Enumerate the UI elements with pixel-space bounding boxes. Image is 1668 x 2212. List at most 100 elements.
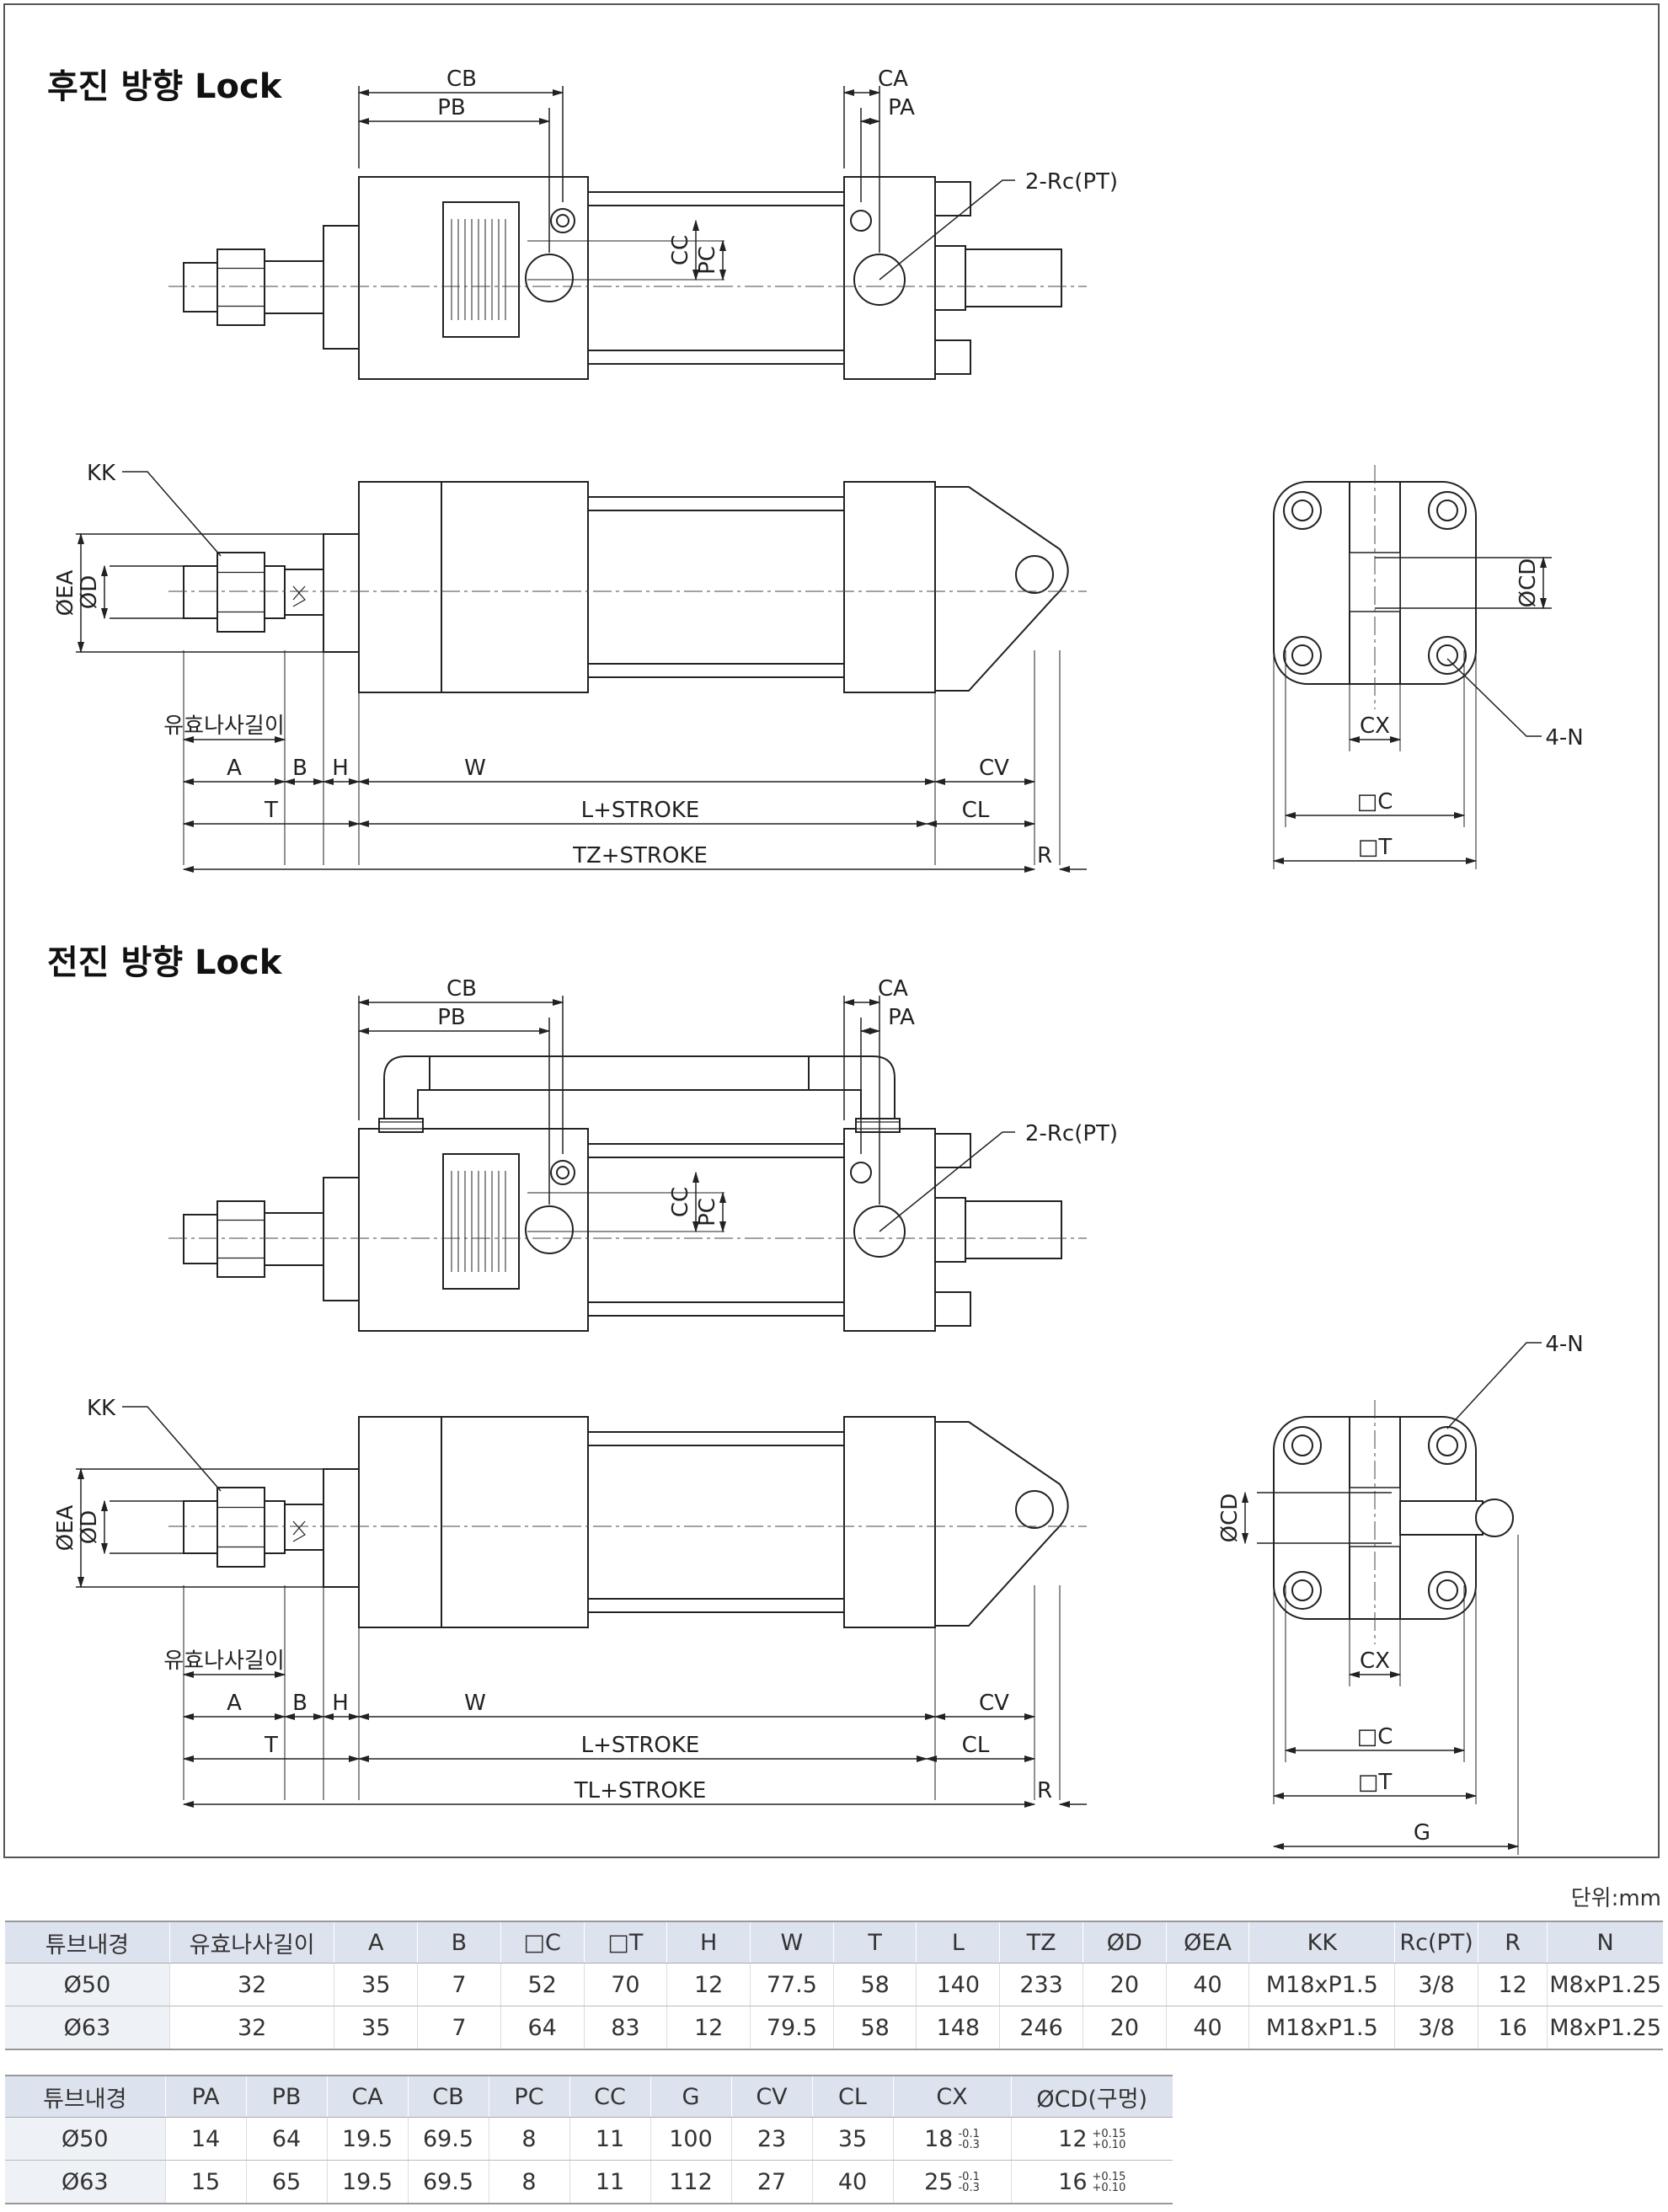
a-dimension: A bbox=[227, 1691, 242, 1716]
table1-cell: 16 bbox=[1477, 2006, 1548, 2050]
port-leader bbox=[879, 1131, 1015, 1232]
table1-cell: 83 bbox=[583, 2006, 667, 2050]
table2-cell-cx-with-tolerance: 25-0.1-0.3 bbox=[892, 2160, 1011, 2204]
table1-cell: M18xP1.5 bbox=[1248, 1963, 1395, 2006]
cap-cover bbox=[843, 1416, 936, 1628]
table2-header: PB bbox=[245, 2075, 327, 2118]
table2-cell: 15 bbox=[164, 2160, 246, 2204]
port-label: 2-Rc(PT) bbox=[1025, 169, 1118, 195]
nominal-value: 12 bbox=[1058, 2125, 1088, 2152]
c-dimension: □C bbox=[1357, 789, 1393, 815]
table1-cell: 12 bbox=[666, 1963, 751, 2006]
table1-header: L bbox=[916, 1921, 1000, 1964]
table1-header: H bbox=[666, 1921, 751, 1964]
rod-flats bbox=[284, 1504, 324, 1551]
t-dimension: □T bbox=[1358, 835, 1393, 860]
table1-cell: 140 bbox=[916, 1963, 1000, 2006]
table2-cell: 100 bbox=[650, 2117, 731, 2161]
rod-cover-boss bbox=[323, 1177, 360, 1301]
thread-length-dimension: 유효나사길이 bbox=[163, 1648, 285, 1674]
table1-cell: 52 bbox=[500, 1963, 585, 2006]
rod-collar bbox=[264, 1212, 324, 1266]
unit-label: 단위:mm bbox=[1570, 1886, 1661, 1911]
cap-boss bbox=[934, 245, 966, 311]
tie-rod-bottom bbox=[587, 1301, 845, 1317]
total-length-dimension: TZ+STROKE bbox=[572, 843, 708, 868]
kk-label: KK bbox=[87, 461, 116, 486]
table2-header: CV bbox=[730, 2075, 812, 2118]
tie-rod-bottom bbox=[587, 1598, 845, 1613]
tolerance-value: -0.3 bbox=[958, 2139, 980, 2151]
kk-leader bbox=[122, 471, 222, 557]
rod-nut bbox=[217, 552, 265, 633]
tie-rod-end bbox=[1436, 1579, 1458, 1601]
table2-cell-cd-with-tolerance: 12 +0.15+0.10 bbox=[1010, 2117, 1173, 2161]
tie-rod-end bbox=[1291, 1579, 1313, 1601]
w-dimension: W bbox=[464, 756, 486, 781]
table2-cell-cd-with-tolerance: 16+0.15+0.10 bbox=[1010, 2160, 1173, 2204]
rod-cover-boss bbox=[323, 533, 360, 653]
tie-rod-bottom bbox=[587, 663, 845, 678]
table2-header: PC bbox=[488, 2075, 569, 2118]
b-dimension: B bbox=[292, 1691, 307, 1716]
port-rc-head bbox=[525, 254, 574, 302]
pb-dimension: PB bbox=[437, 95, 466, 120]
tt-dimension: T bbox=[264, 1733, 278, 1758]
l-stroke-dimension: L+STROKE bbox=[581, 798, 700, 823]
air-vent-port bbox=[550, 208, 575, 233]
lock-label-plate bbox=[442, 201, 520, 338]
tolerance-value: +0.15 bbox=[1092, 2128, 1126, 2140]
cc-dimension: CC bbox=[668, 1187, 693, 1217]
table1-cell: 12 bbox=[666, 2006, 751, 2050]
table2-header: ØCD(구멍) bbox=[1010, 2075, 1173, 2118]
port-leader bbox=[879, 179, 1015, 281]
tie-rod-nut bbox=[1428, 1426, 1467, 1465]
cl-dimension: CL bbox=[962, 1733, 990, 1758]
air-vent-port bbox=[850, 210, 872, 232]
pc-dimension: PC bbox=[695, 246, 720, 275]
pc-dimension: PC bbox=[695, 1198, 720, 1226]
table1-header: W bbox=[750, 1921, 834, 1964]
tie-rod-end bbox=[1291, 500, 1313, 521]
tie-rod-top bbox=[587, 1143, 845, 1158]
table1-cell: Ø50 bbox=[5, 1963, 170, 2006]
rod-collar bbox=[264, 1500, 286, 1554]
tie-rod-top bbox=[587, 496, 845, 511]
tolerance-value: +0.15 bbox=[1092, 2171, 1126, 2183]
g-dimension: G bbox=[1414, 1820, 1430, 1846]
cc-dimension: CC bbox=[668, 235, 693, 265]
tie-rod-end bbox=[1436, 1435, 1458, 1456]
table1-header: A bbox=[334, 1921, 418, 1964]
tolerance-value: +0.10 bbox=[1092, 2139, 1126, 2151]
table1-cell: 32 bbox=[168, 1963, 334, 2006]
ca-dimension: CA bbox=[878, 976, 908, 1002]
table1-header: □T bbox=[583, 1921, 667, 1964]
table1-header: Rc(PT) bbox=[1394, 1921, 1478, 1964]
table1-header: KK bbox=[1248, 1921, 1395, 1964]
table2-cell: 11 bbox=[569, 2160, 650, 2204]
kk-leader bbox=[122, 1406, 222, 1492]
tie-rod-nut bbox=[1283, 1571, 1322, 1610]
table1-cell: 40 bbox=[1165, 2006, 1249, 2050]
air-vent-port bbox=[850, 1162, 872, 1183]
clevis-pin-hole bbox=[1015, 1490, 1054, 1529]
n-leader bbox=[1446, 658, 1542, 737]
b-dimension: B bbox=[292, 756, 307, 781]
pipe-fitting-nut bbox=[378, 1118, 424, 1133]
table1-cell: M8xP1.25 bbox=[1547, 2006, 1663, 2050]
cylinder-tube bbox=[587, 1157, 845, 1303]
cv-dimension: CV bbox=[979, 756, 1009, 781]
tolerance-value: -0.1 bbox=[958, 2171, 980, 2183]
r-label: R bbox=[1037, 843, 1052, 868]
table1-cell: 58 bbox=[832, 2006, 917, 2050]
head-cover bbox=[358, 481, 589, 693]
nominal-value: 16 bbox=[1058, 2168, 1088, 2195]
pb-dimension: PB bbox=[437, 1005, 466, 1030]
nominal-value: 25 bbox=[924, 2168, 954, 2195]
l-stroke-dimension: L+STROKE bbox=[581, 1733, 700, 1758]
cap-cover bbox=[843, 481, 936, 693]
